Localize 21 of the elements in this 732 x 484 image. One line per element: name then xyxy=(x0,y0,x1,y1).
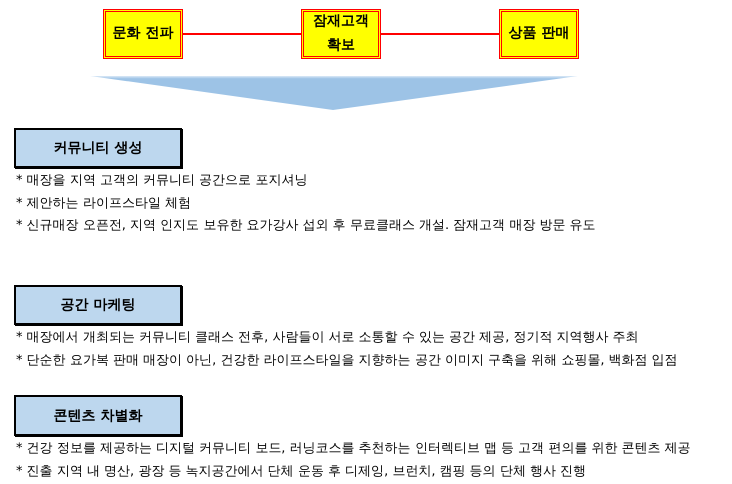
flow-box xyxy=(301,9,381,59)
bullet-text: * 신규매장 오픈전, 지역 인지도 보유한 요가강사 섭외 후 무료클래스 개설. 잠재고객 매장 방문 유도 xyxy=(16,217,596,235)
bullet-text: * 제안하는 라이프스타일 체험 xyxy=(16,194,192,212)
step-label: 잠재고객 확보 xyxy=(312,12,370,55)
bullet-text: * 매장을 지역 고객의 커뮤니티 공간으로 포지셔닝 xyxy=(16,172,308,190)
bullet-text: * 매장에서 개최되는 커뮤니티 클래스 전후, 사람들이 서로 소통할 수 있는 공간 제공, 정기적 지역행사 주최 xyxy=(16,329,640,347)
connector-line xyxy=(381,33,499,35)
section-header xyxy=(14,395,182,436)
section-title: 커뮤니티 생성 xyxy=(54,139,142,157)
bullet-text: * 건강 정보를 제공하는 디지털 커뮤니티 보드, 러닝코스를 추천하는 인터렉티브 맵 등 고객 편의를 위한 콘텐츠 제공 xyxy=(16,440,691,458)
section-header xyxy=(14,285,182,325)
step-label: 문화 전파 xyxy=(112,24,174,44)
bullet-text: * 진출 지역 내 명산, 광장 등 녹지공간에서 단체 운동 후 디제잉, 브런치, 캠핑 등의 단체 행사 진행 xyxy=(16,462,588,480)
bullet-text: * 단순한 요가복 판매 매장이 아닌, 건강한 라이프스타일을 지향하는 공간 이미지 구축을 위해 쇼핑몰, 백화점 입점 xyxy=(16,352,678,370)
step-label: 상품 판매 xyxy=(508,24,570,44)
flow-box xyxy=(103,9,183,59)
section-header xyxy=(14,128,182,168)
section-title: 콘텐츠 차별화 xyxy=(54,406,142,424)
flow-box xyxy=(499,9,579,59)
connector-line xyxy=(183,33,301,35)
section-title: 공간 마케팅 xyxy=(60,296,136,314)
